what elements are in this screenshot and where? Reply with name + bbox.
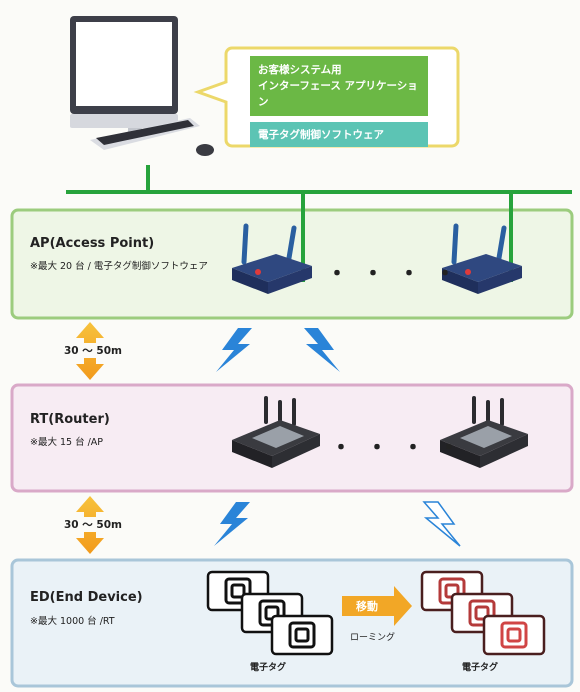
tag-group-left [206,570,334,656]
ap-title: AP(Access Point) [30,236,155,251]
tag-label-left: 電子タグ [250,663,287,673]
lightning-icon-2 [304,328,340,372]
rt-note: ※最大 15 台 /AP [30,437,104,448]
app-interface-block: お客様システム用 インターフェース アプリケーション [250,56,428,116]
tag-label-right: 電子タグ [462,663,499,673]
rt-title: RT(Router) [30,412,110,427]
rt-router-icon-2 [440,396,528,468]
roaming-label: ローミング [350,633,396,643]
app-software-block: 電子タグ制御ソフトウェア [250,122,428,147]
distance-label-1: 30 ～ 50m [62,343,124,358]
ap-ellipsis: ・・・・ [326,262,471,287]
lightning-icon-4 [422,501,461,547]
tag-card [482,614,546,656]
distance-label-2: 30 ～ 50m [62,517,124,532]
rt-router-icon-1 [232,396,320,468]
application-box: お客様システム用 インターフェース アプリケーション 電子タグ制御ソフトウェア [250,56,428,147]
lightning-icon-3 [214,502,250,546]
ap-router-icon-2 [442,223,522,294]
computer-icon [70,16,214,156]
ed-note: ※最大 1000 台 /RT [30,616,115,627]
move-label: 移動 [356,600,378,613]
tag-group-right [420,570,546,656]
move-arrow [342,586,412,626]
app-line-2: インターフェース アプリケーション [258,80,418,108]
tag-card [270,614,334,656]
app-line-1: お客様システム用 [258,64,342,76]
ap-router-icon-1 [232,223,312,294]
lightning-icon-1 [216,328,252,372]
ed-title: ED(End Device) [30,590,143,605]
ap-note: ※最大 20 台 / 電子タグ制御ソフトウェア [30,261,208,272]
rt-ellipsis: ・・・・ [330,436,475,461]
